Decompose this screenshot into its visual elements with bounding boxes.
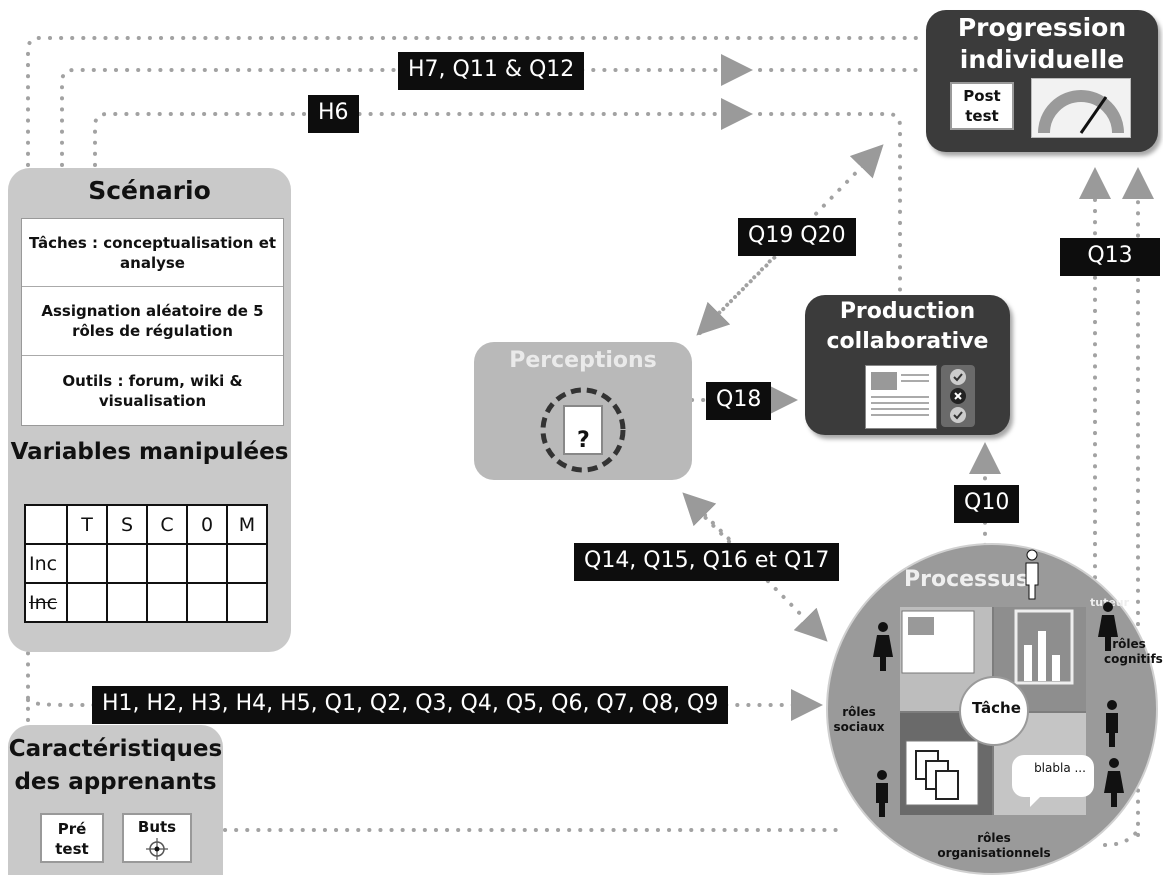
row-label-inc: Inc [24,543,68,584]
progression-title: Progression individuelle [957,13,1127,74]
connector-h1 [26,689,823,721]
variables-table: T S C 0 M Inc Inc [24,504,268,623]
connector-q19-rev [696,240,792,336]
person-icon [1106,700,1118,747]
connector-outer-left [26,36,927,722]
tache-label: Tâche [972,699,1021,717]
blabla-label: blabla ... [1034,761,1086,775]
buts-label: Buts [137,818,177,836]
post-test-box: Post test [950,82,1014,130]
pre-test-box: Pré test [40,813,104,863]
table-cell [66,543,108,584]
person-icon [1098,602,1118,651]
buts-box: Buts [122,813,192,863]
table-cell [106,582,148,623]
people-icons [873,549,1124,817]
tasks-table: Tâches : conceptualisation et analyse As… [21,218,284,426]
person-icon [873,622,893,671]
table-cell [186,543,228,584]
question-mark: ? [577,428,590,453]
table-header-cell: S [106,504,148,545]
tutor-icon [1025,549,1039,600]
label-q13: Q13 [1060,238,1160,276]
label-q14: Q14, Q15, Q16 et Q17 [574,543,840,581]
label-h7: H7, Q11 & Q12 [398,52,585,90]
gauge-icon [1038,90,1124,134]
connector-q13-bottom [1103,828,1140,847]
label-q19: Q19 Q20 [738,218,856,256]
table-cell [146,582,188,623]
roles-cognitifs-label: rôles cognitifs [1104,637,1163,666]
table-header-cell: 0 [186,504,228,545]
table-cell [146,543,188,584]
person-icon [1104,758,1124,807]
table-cell [106,543,148,584]
label-h1: H1, H2, H3, H4, H5, Q1, Q2, Q3, Q4, Q5, … [92,686,729,724]
caracteristiques-panel: Caractéristiques des apprenants Pré test… [8,725,223,875]
production-title: Production collaborative [826,299,989,354]
table-cell [66,582,108,623]
table-cell [226,582,268,623]
table-header-cell [24,504,68,545]
task-row-outils: Outils : forum, wiki & visualisation [62,371,243,410]
label-h6: H6 [308,95,359,133]
question-document-icon [540,387,626,473]
label-q10: Q10 [954,485,1020,523]
variables-title: Variables manipulées [10,439,289,465]
target-icon [146,838,168,860]
table-header-cell: C [146,504,188,545]
label-q18: Q18 [706,382,772,420]
processus-circle: Processus Tâche blabla ... tuteur rôles … [826,543,1163,875]
table-cell [226,543,268,584]
processus-quadrants [900,607,1094,815]
review-icons [941,365,975,427]
production-panel: Production collaborative [805,295,1010,435]
gauge-box [1031,78,1131,138]
person-icon [876,770,888,817]
table-row: Inc [24,543,268,584]
scenario-panel: Scénario Tâches : conceptualisation et a… [8,168,291,652]
perceptions-title: Perceptions [509,348,657,373]
progression-panel: Progression individuelle Post test [926,10,1158,152]
processus-title: Processus [904,567,1029,592]
caracteristiques-title: Caractéristiques des apprenants [8,736,223,795]
connector-h6-right [758,112,902,297]
document-icon [865,365,937,429]
task-row-assignation: Assignation aléatoire de 5 rôles de régu… [22,287,283,356]
table-row: T S C 0 M [24,504,268,545]
perceptions-panel: Perceptions ? [474,342,692,480]
roles-organisationnels-label: rôles organisationnels [937,831,1051,860]
table-header-cell: M [226,504,268,545]
scenario-title: Scénario [88,176,211,205]
table-row: Inc [24,582,268,623]
roles-sociaux-label: rôles sociaux [833,705,885,734]
task-row-conceptualisation: Tâches : conceptualisation et analyse [22,219,283,287]
table-header-cell: T [66,504,108,545]
row-label-inc-struck: Inc [24,582,68,623]
table-cell [186,582,228,623]
connector-h6 [93,98,753,167]
